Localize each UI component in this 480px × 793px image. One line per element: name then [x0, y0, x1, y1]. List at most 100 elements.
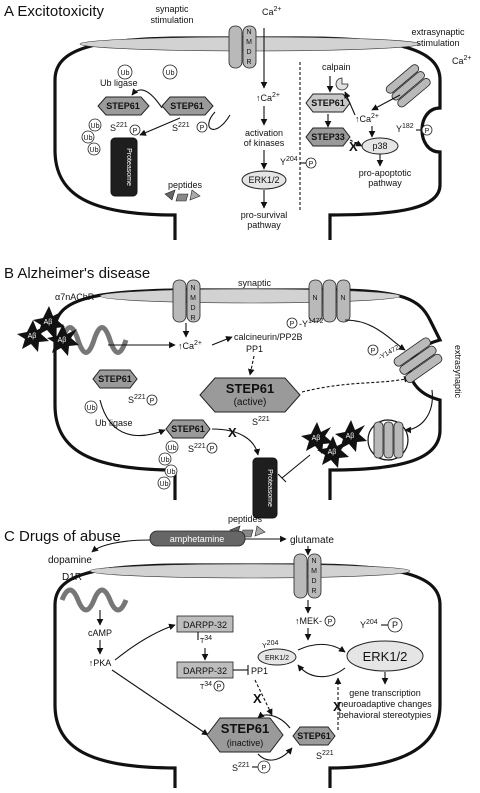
- svg-text:M: M: [246, 39, 252, 46]
- svg-text:stimulation: stimulation: [416, 38, 459, 48]
- panel-a-x: X: [349, 139, 358, 154]
- svg-text:D: D: [190, 305, 195, 312]
- panel-a-ub-chain-top: Ub Ub: [117, 64, 178, 80]
- svg-text:Aβ: Aβ: [346, 433, 355, 440]
- panel-a: A Excitotoxicity synaptic stimulation Ca…: [4, 3, 472, 240]
- svg-text:P: P: [290, 321, 295, 328]
- svg-text:(active): (active): [234, 397, 267, 408]
- panel-a-s221-left: S221: [110, 122, 128, 133]
- panel-b-s221-ub: S221: [188, 443, 206, 454]
- panel-b-calcineurin: calcineurin/PP2B: [234, 332, 303, 342]
- panel-c-erk-small: [257, 648, 297, 666]
- svg-text:STEP61: STEP61: [311, 98, 345, 108]
- panel-c-glutamate: glutamate: [290, 535, 334, 546]
- svg-text:STEP33: STEP33: [311, 132, 345, 142]
- panel-b-a7nachr-receptor: [59, 325, 129, 355]
- svg-text:N: N: [311, 558, 316, 565]
- svg-text:P: P: [425, 128, 430, 135]
- svg-text:P: P: [309, 161, 314, 168]
- panel-a-ca-up-extra: ↑Ca2+: [355, 113, 379, 124]
- panel-a-step61-calpain: [305, 93, 351, 113]
- svg-text:STEP61: STEP61: [226, 381, 274, 396]
- panel-b-nmdar-synaptic-1: N M D R: [172, 279, 201, 323]
- svg-text:DARPP-32: DARPP-32: [183, 620, 227, 630]
- panel-a-ca-extra: Ca2+: [452, 55, 472, 66]
- panel-a-y204: Y204: [280, 156, 298, 167]
- panel-b-a7nachr: α7nAChR: [55, 292, 95, 302]
- svg-text:P: P: [217, 684, 222, 691]
- svg-text:STEP61: STEP61: [221, 721, 269, 736]
- panel-b-y1472: -Y1472: [299, 318, 324, 329]
- panel-a-ub-ligase: Ub ligase: [100, 78, 138, 88]
- panel-c-title: C Drugs of abuse: [4, 528, 121, 545]
- panel-c-s221-active: S221: [316, 750, 334, 761]
- panel-b-x: X: [228, 425, 237, 440]
- svg-text:Ub: Ub: [161, 457, 170, 464]
- panel-c-y204-small: Y204: [262, 640, 278, 650]
- svg-text:R: R: [190, 315, 195, 322]
- svg-text:R: R: [311, 588, 316, 595]
- panel-b-step61-ub: [165, 419, 211, 439]
- panel-c-membrane: [89, 563, 411, 579]
- panel-c-x-right: X: [333, 699, 342, 714]
- panel-b-extrasynaptic: extrasynaptic: [453, 345, 463, 399]
- panel-b-nmdar-extra: [393, 337, 443, 383]
- svg-text:stimulation: stimulation: [150, 15, 193, 25]
- svg-text:R: R: [246, 59, 251, 66]
- svg-text:p38: p38: [372, 141, 387, 151]
- panel-a-step61-left: [97, 96, 150, 116]
- panel-b-ub-ligase: Ub ligase: [95, 418, 133, 428]
- svg-text:(inactive): (inactive): [227, 738, 264, 748]
- svg-text:Ub: Ub: [166, 70, 175, 77]
- svg-text:STEP61: STEP61: [170, 101, 204, 111]
- svg-text:DARPP-32: DARPP-32: [183, 666, 227, 676]
- panel-b-membrane: [99, 288, 401, 304]
- panel-a-title: A Excitotoxicity: [4, 3, 105, 20]
- panel-b-ab-top: Aβ Aβ Aβ: [17, 306, 79, 356]
- svg-text:Ub: Ub: [91, 123, 100, 130]
- svg-text:STEP61: STEP61: [98, 374, 132, 384]
- panel-c-s221-inactive: S221: [232, 762, 250, 773]
- svg-text:ERK1/2: ERK1/2: [265, 655, 289, 662]
- panel-b-s221-active: S221: [252, 416, 270, 427]
- panel-c: C Drugs of abuse amphetamine glutamate d…: [4, 528, 442, 788]
- panel-b-nmdar-internalized: [367, 419, 409, 461]
- panel-c-d1r-receptor: [59, 587, 129, 613]
- svg-text:N: N: [312, 295, 317, 302]
- panel-c-step61-active: [292, 726, 336, 746]
- panel-c-cell-outline: [53, 563, 442, 788]
- svg-text:peptides: peptides: [228, 514, 263, 524]
- panel-b: B Alzheimer's disease synaptic N M D R N…: [4, 265, 463, 538]
- panel-b-proteasome: Proteasome: [252, 457, 278, 519]
- svg-text:Aβ: Aβ: [58, 337, 67, 344]
- panel-c-step61-inactive: [206, 717, 284, 753]
- panel-b-ca-up: ↑Ca2+: [178, 340, 202, 351]
- panel-c-mek: ↑MEK-: [295, 616, 322, 626]
- svg-text:P: P: [392, 620, 398, 630]
- panel-a-step61-right: [161, 96, 214, 116]
- panel-b-title: B Alzheimer's disease: [4, 265, 150, 282]
- svg-text:Aβ: Aβ: [312, 435, 321, 442]
- panel-a-step33: [305, 127, 351, 147]
- panel-c-t34-bottom: T34: [200, 681, 212, 691]
- panel-b-step61-left: [92, 369, 138, 389]
- svg-text:Aβ: Aβ: [328, 449, 337, 456]
- panel-a-extrasynaptic-label: extrasynaptic stimulation: [411, 27, 465, 48]
- svg-text:Ub: Ub: [168, 445, 177, 452]
- svg-text:N: N: [190, 285, 195, 292]
- svg-text:Ub: Ub: [167, 469, 176, 476]
- panel-b-pp1: PP1: [246, 344, 263, 354]
- panel-c-amphetamine: amphetamine: [170, 534, 225, 544]
- svg-text:M: M: [190, 295, 196, 302]
- panel-b-s221-left: S221: [128, 394, 146, 405]
- panel-c-darpp32-top: [176, 615, 234, 633]
- panel-a-synaptic-label: synaptic stimulation: [150, 4, 193, 25]
- svg-text:D: D: [311, 578, 316, 585]
- panel-c-erk-big: [346, 640, 424, 672]
- panel-c-d1r: D1R: [62, 572, 82, 583]
- svg-text:STEP61: STEP61: [171, 424, 205, 434]
- panel-a-peptides: peptides: [164, 180, 203, 202]
- panel-a-extrasynaptic-nmdar: [385, 64, 431, 108]
- panel-b-nmdar-synaptic-2: N N: [308, 279, 351, 323]
